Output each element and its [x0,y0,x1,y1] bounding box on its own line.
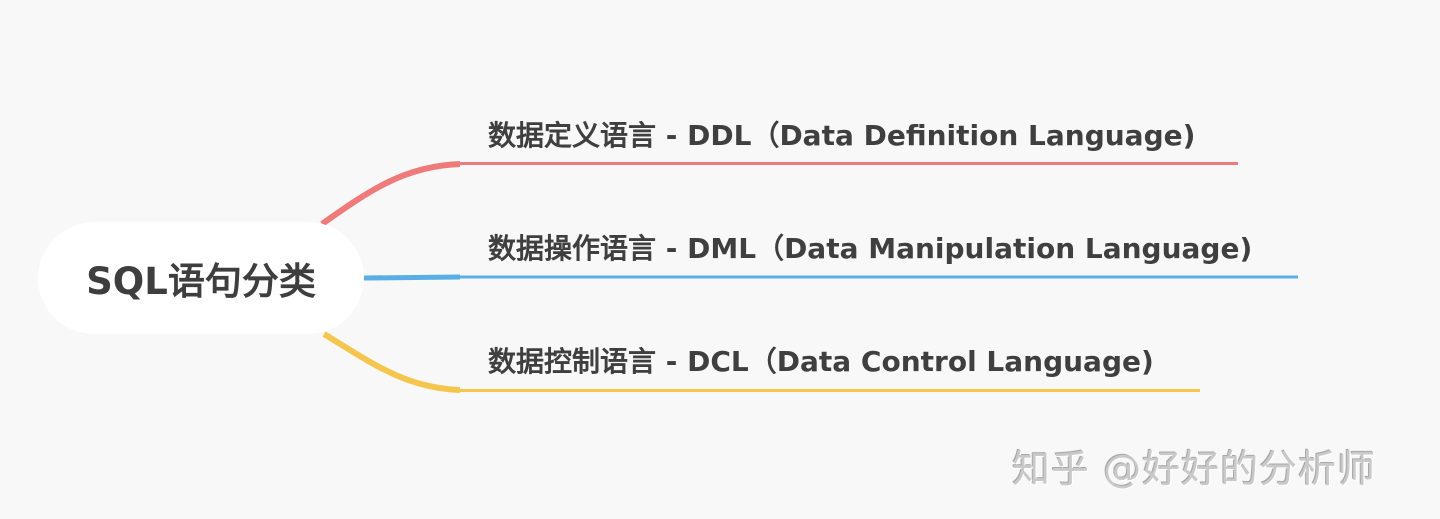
branch-connector-dml [363,274,461,281]
branch-label-ddl[interactable]: 数据定义语言 - DDL（Data Definition Language) [488,119,1196,152]
root-label: SQL语句分类 [86,260,316,303]
watermark: 知乎 @好好的分析师 [1012,447,1377,491]
branch-label-dcl[interactable]: 数据控制语言 - DCL（Data Control Language) [488,345,1154,378]
branch-label-dml[interactable]: 数据操作语言 - DML（Data Manipulation Language) [488,232,1253,265]
branch-connector-ddl [320,161,461,227]
root-node[interactable]: SQL语句分类 [38,222,364,334]
branch-connector-dcl [322,331,461,393]
